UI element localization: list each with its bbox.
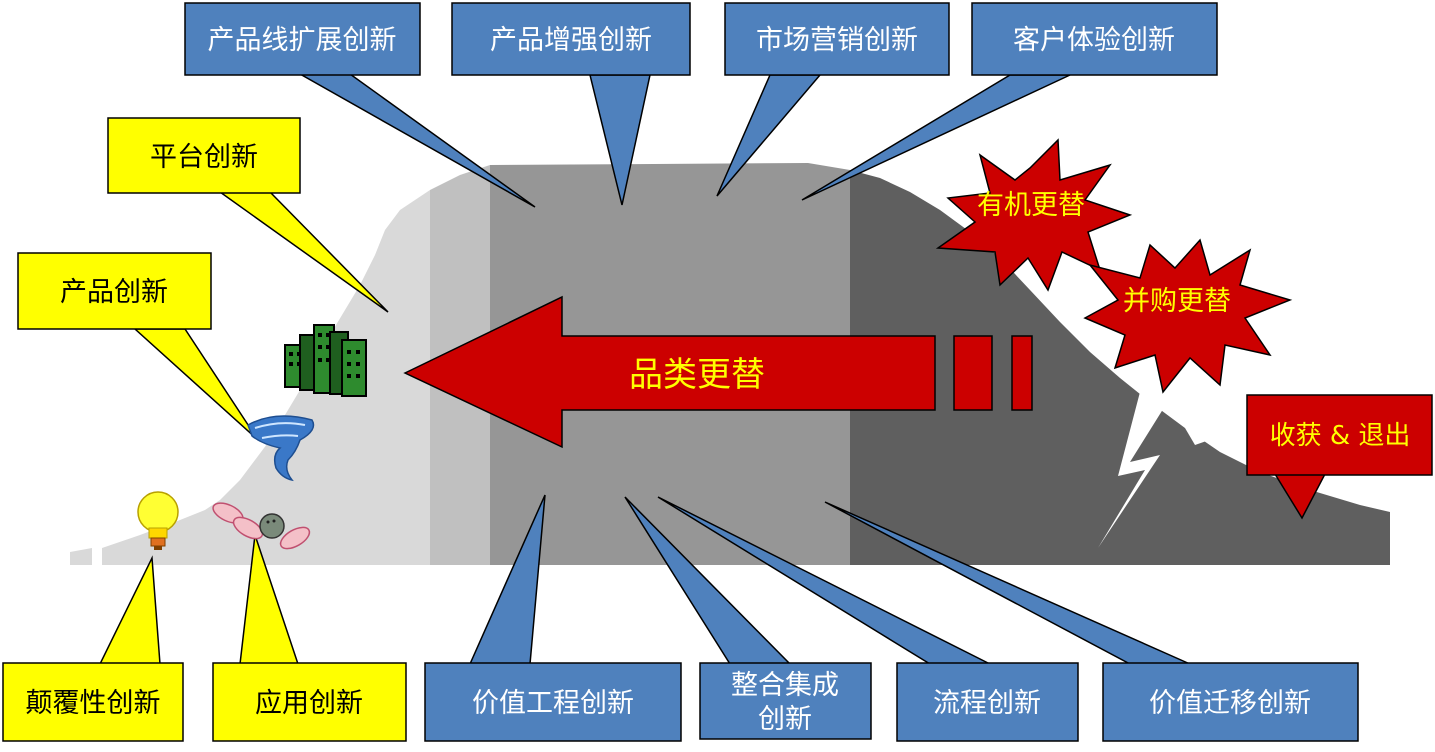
callout-product-line-extension: 产品线扩展创新 — [184, 2, 536, 208]
callout-text-line-2: 创新 — [758, 704, 812, 735]
callout-text: 应用创新 — [255, 688, 363, 719]
callout-value-migration: 价值迁移创新 — [824, 501, 1359, 742]
bottom-left-callouts: 颠覆性创新 应用创新 — [2, 534, 407, 742]
callout-integration: 整合集成 创新 — [624, 496, 872, 740]
category-replacement-arrow: 品类更替 — [403, 295, 1033, 449]
callout-text: 产品线扩展创新 — [208, 25, 397, 56]
callout-marketing: 市场营销创新 — [716, 2, 950, 197]
lightning-crack — [1185, 428, 1215, 445]
bottom-callouts: 价值工程创新 整合集成 创新 流程创新 价值迁移创新 — [424, 494, 1359, 742]
arrow-tail-bar-2 — [1011, 335, 1033, 411]
bowling-icon — [212, 502, 311, 550]
hill-early-zone — [70, 190, 430, 565]
hill-decline-zone — [850, 170, 1390, 565]
callout-text: 客户体验创新 — [1013, 25, 1175, 56]
callout-product-enhancement: 产品增强创新 — [451, 2, 691, 206]
callout-platform: 平台创新 — [107, 117, 389, 313]
callout-product: 产品创新 — [17, 252, 259, 441]
callout-value-engineering: 价值工程创新 — [424, 494, 682, 742]
bulb-icon — [137, 491, 179, 550]
arrow-tail-bar-1 — [953, 335, 993, 411]
tornado-icon — [247, 415, 315, 482]
lightning-icon — [1098, 392, 1170, 548]
buildings-icon — [284, 324, 367, 397]
callout-text: 收获 & 退出 — [1270, 421, 1411, 451]
arrow-label: 品类更替 — [629, 355, 765, 395]
burst-label: 并购更替 — [1123, 286, 1231, 317]
callout-process: 流程创新 — [657, 496, 1079, 742]
callout-text: 价值迁移创新 — [1149, 688, 1311, 719]
burst-label: 有机更替 — [977, 190, 1085, 221]
burst-acquisition: 并购更替 — [1083, 238, 1293, 394]
callout-text: 颠覆性创新 — [26, 688, 161, 719]
callout-harvest-exit: 收获 & 退出 — [1246, 394, 1433, 520]
callout-text: 产品创新 — [60, 277, 168, 308]
callout-text-line-1: 整合集成 — [731, 670, 839, 701]
callout-text: 平台创新 — [150, 142, 258, 173]
callout-text: 产品增强创新 — [490, 25, 652, 56]
callout-application: 应用创新 — [212, 534, 407, 742]
left-callouts: 平台创新 产品创新 — [17, 117, 389, 441]
callout-customer-experience: 客户体验创新 — [801, 2, 1218, 201]
top-callouts: 产品线扩展创新 产品增强创新 市场营销创新 客户体验创新 — [184, 2, 1218, 208]
callout-disruptive: 颠覆性创新 — [2, 555, 184, 742]
callout-text: 价值工程创新 — [472, 688, 634, 719]
callout-text: 市场营销创新 — [756, 25, 918, 56]
callout-text: 流程创新 — [933, 688, 1041, 719]
burst-organic: 有机更替 — [935, 138, 1133, 292]
